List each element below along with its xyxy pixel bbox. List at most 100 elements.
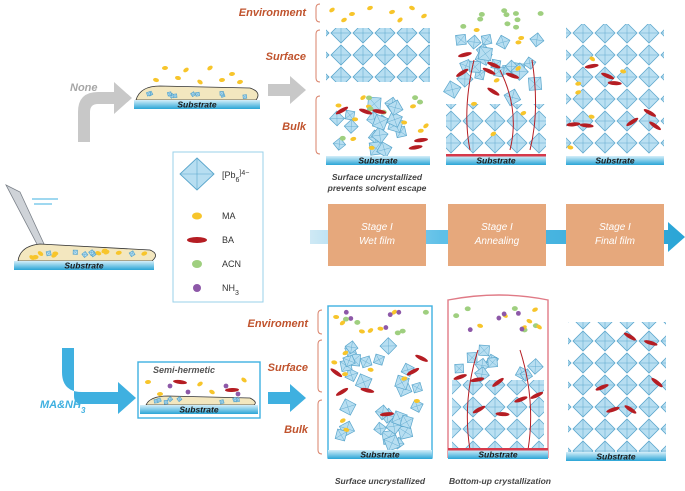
acn-particle bbox=[477, 16, 484, 22]
ma-particle bbox=[157, 391, 163, 397]
bottom-process-arrow bbox=[268, 384, 306, 412]
substrate-layer bbox=[448, 450, 548, 459]
ba-molecule bbox=[651, 377, 663, 388]
ma-particle bbox=[153, 77, 159, 83]
substrate-layer bbox=[566, 156, 664, 165]
ba-molecule bbox=[566, 122, 581, 127]
semi-substrate-label: Substrate bbox=[179, 405, 218, 415]
ba-legend-icon bbox=[187, 237, 207, 243]
acn-particle bbox=[342, 316, 349, 322]
top-anneal-substrate-label: Substrate bbox=[476, 156, 515, 166]
octahedron-crystal bbox=[372, 353, 385, 366]
surface-bottom-label: Surface bbox=[268, 362, 308, 374]
substrate-layer bbox=[140, 405, 258, 414]
stage-2-title: Stage I bbox=[481, 222, 513, 233]
ma-particle bbox=[339, 320, 346, 326]
none-branch-arrow bbox=[78, 82, 132, 142]
ba-molecule bbox=[643, 109, 657, 117]
nh3-particle bbox=[501, 311, 507, 317]
semi-film-crystal bbox=[167, 396, 174, 403]
legend-acn-label: ACN bbox=[222, 259, 241, 269]
precursor-substrate-label: Substrate bbox=[64, 261, 103, 271]
ma-particle bbox=[339, 418, 346, 423]
precursor-crystal bbox=[45, 250, 52, 257]
octahedron-crystal bbox=[399, 414, 414, 429]
octahedron-crystal bbox=[503, 88, 522, 107]
top-process-arrow bbox=[268, 76, 306, 104]
octahedron-crystal bbox=[376, 141, 393, 158]
solvent-escape-path bbox=[499, 69, 514, 151]
ma-particle bbox=[401, 120, 408, 125]
ba-molecule bbox=[649, 121, 661, 131]
stage-3-title: Stage I bbox=[599, 222, 631, 233]
acn-particle bbox=[354, 320, 361, 325]
top-wet-surface-lattice bbox=[326, 28, 430, 82]
octahedron-crystal bbox=[454, 363, 465, 374]
crystallization-path bbox=[466, 349, 479, 451]
ba-molecule bbox=[579, 123, 594, 128]
ma-particle bbox=[589, 56, 596, 62]
ma-particle bbox=[389, 9, 395, 15]
none-film-crystal bbox=[146, 91, 152, 97]
ma-particle bbox=[342, 372, 349, 377]
acn-particle bbox=[417, 99, 424, 105]
octahedron-crystal bbox=[334, 428, 348, 442]
ma-particle bbox=[101, 248, 108, 254]
ma-legend-icon bbox=[192, 212, 202, 220]
ba-molecule bbox=[372, 109, 387, 114]
nh3-particle bbox=[348, 316, 354, 321]
layer-brackets bbox=[315, 3, 323, 455]
octahedron-crystal bbox=[495, 34, 511, 50]
acn-particle bbox=[464, 306, 471, 312]
legend-ma-label: MA bbox=[222, 211, 236, 221]
ma-particle bbox=[526, 318, 533, 324]
octahedron-crystal bbox=[379, 337, 398, 355]
ma-particle bbox=[209, 389, 215, 395]
ba-molecule bbox=[601, 72, 615, 80]
ba-molecule bbox=[472, 405, 486, 414]
octahedron-crystal bbox=[344, 109, 356, 121]
ba-molecule bbox=[453, 374, 467, 380]
pb-octahedron-icon bbox=[179, 157, 215, 191]
bottom-final-substrate-label: Substrate bbox=[596, 452, 635, 462]
acn-particle bbox=[478, 12, 485, 17]
ma-particle bbox=[197, 381, 203, 387]
octahedron-crystal bbox=[455, 34, 467, 46]
semi-hermetic-label: Semi-hermetic bbox=[153, 365, 215, 375]
ba-molecule bbox=[595, 384, 609, 391]
caption-top-line2: prevents solvent escape bbox=[327, 183, 427, 193]
ma-particle bbox=[575, 81, 582, 86]
environment-label: Environment bbox=[239, 7, 308, 19]
ma-particle bbox=[207, 65, 213, 71]
octahedron-crystal bbox=[359, 355, 373, 369]
octahedron-crystal bbox=[332, 137, 347, 151]
stage-1-title: Stage I bbox=[361, 222, 393, 233]
top-final-lattice bbox=[566, 24, 664, 154]
ma-particle bbox=[588, 114, 595, 119]
ma-particle bbox=[367, 367, 374, 372]
ma-particle bbox=[343, 427, 350, 432]
acn-particle bbox=[513, 24, 520, 30]
ba-molecule bbox=[482, 67, 496, 75]
ma-particle bbox=[237, 79, 243, 85]
ma-particle bbox=[397, 17, 403, 23]
bottom-annealing-frame bbox=[447, 294, 549, 458]
acn-particle bbox=[399, 328, 406, 334]
stage-2-subtitle: Annealing bbox=[474, 236, 520, 247]
ba-molecule bbox=[225, 387, 239, 393]
ba-molecule bbox=[530, 391, 544, 399]
octahedron-crystal bbox=[342, 353, 356, 368]
crystallization-path bbox=[519, 349, 532, 451]
ma-particle bbox=[145, 379, 151, 385]
bulk-label: Bulk bbox=[282, 121, 307, 133]
ma-particle bbox=[349, 11, 355, 17]
octahedron-crystal bbox=[443, 80, 462, 99]
nh3-particle bbox=[167, 383, 173, 389]
precursor-crystal bbox=[128, 250, 136, 258]
substrate-layer bbox=[446, 156, 546, 165]
none-film-crystal bbox=[190, 91, 197, 98]
ma-particle bbox=[423, 123, 429, 129]
ma-particle bbox=[229, 71, 235, 77]
stage-1-subtitle: Wet film bbox=[359, 236, 395, 247]
